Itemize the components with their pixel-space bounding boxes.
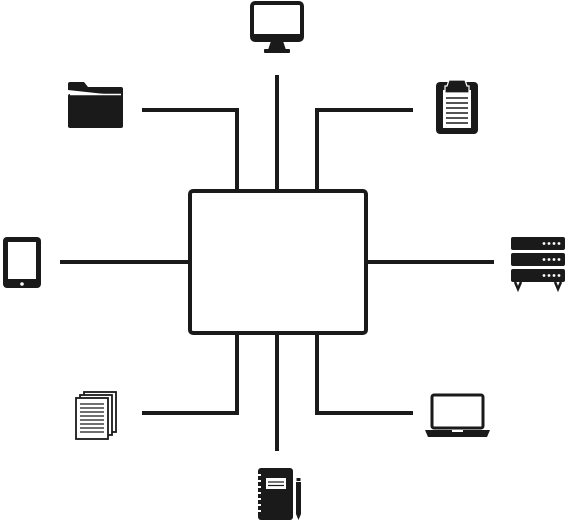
server-rack-icon — [511, 237, 565, 293]
connector-laptop — [315, 333, 413, 415]
laptop-icon — [425, 393, 490, 437]
connector-clipboard — [315, 108, 413, 191]
clipboard-icon — [436, 79, 478, 134]
notebook-pen-icon — [256, 468, 301, 520]
tablet-icon — [3, 237, 41, 288]
connector-folder — [142, 108, 239, 191]
documents-icon — [75, 391, 117, 440]
central-hub — [188, 189, 368, 335]
folder-icon — [68, 82, 123, 128]
monitor-icon — [250, 1, 304, 53]
connector-documents — [142, 333, 239, 415]
